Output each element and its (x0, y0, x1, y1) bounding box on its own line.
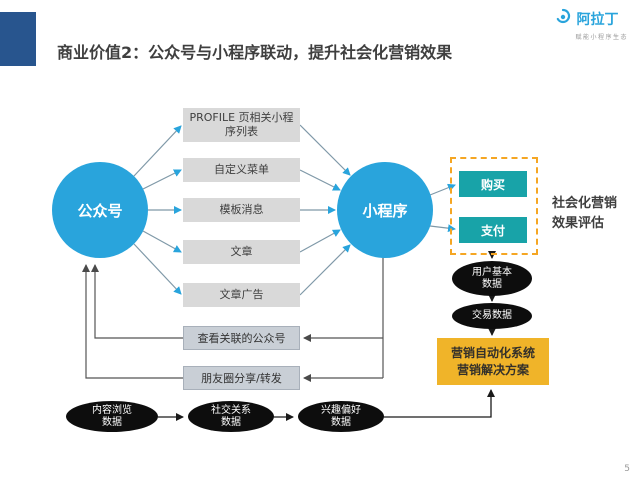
page-number: 5 (624, 464, 630, 474)
wechat-official-account-node: 公众号 (52, 162, 148, 258)
interest-preference-line1: 兴趣偏好 (321, 404, 361, 416)
mini-program-node: 小程序 (337, 162, 433, 258)
user-data-ellipse: 用户基本 数据 (452, 261, 532, 296)
evaluation-label-line1: 社会化营销 (552, 196, 618, 211)
solution-line2: 营销解决方案 (456, 362, 529, 377)
feedback-box-moments-share: 朋友圈分享/转发 (183, 366, 300, 390)
payment-box: 支付 (459, 217, 527, 243)
interest-preference-ellipse: 兴趣偏好 数据 (298, 401, 384, 432)
evaluation-label: 社会化营销 效果评估 (552, 194, 617, 233)
link-box-article: 文章 (183, 240, 300, 264)
slide-title: 商业价值2：公众号与小程序联动，提升社会化营销效果 (57, 43, 453, 62)
evaluation-label-line2: 效果评估 (552, 215, 605, 231)
link-box-profile-list: PROFILE 页相关小程序列表 (183, 108, 300, 142)
social-relation-ellipse: 社交关系 数据 (188, 401, 274, 432)
solution-line1: 营销自动化系统 (450, 345, 535, 360)
link-box-template-message: 模板消息 (183, 198, 300, 222)
link-box-custom-menu: 自定义菜单 (183, 158, 300, 182)
marketing-solution-box: 营销自动化系统 营销解决方案 (437, 338, 549, 385)
brand-tagline: 赋能小程序生态 (575, 34, 628, 41)
social-relation-line2: 数据 (221, 416, 241, 428)
title-accent-bar (0, 12, 36, 66)
social-relation-line1: 社交关系 (211, 404, 251, 416)
purchase-box: 购买 (459, 171, 527, 197)
brand-name: 阿拉丁 (576, 12, 619, 28)
interest-preference-line2: 数据 (331, 416, 351, 428)
user-data-line2: 数据 (482, 278, 502, 290)
aladdin-logo-icon (553, 7, 573, 31)
transaction-data-ellipse: 交易数据 (452, 303, 532, 329)
brand-logo: 阿拉丁 赋能小程序生态 (553, 7, 628, 41)
content-browsing-ellipse: 内容浏览 数据 (66, 401, 158, 432)
link-box-article-ad: 文章广告 (183, 283, 300, 307)
content-browsing-line1: 内容浏览 (92, 404, 132, 416)
user-data-line1: 用户基本 (472, 266, 512, 278)
content-browsing-line2: 数据 (102, 416, 122, 428)
feedback-box-view-linked-account: 查看关联的公众号 (183, 326, 300, 350)
